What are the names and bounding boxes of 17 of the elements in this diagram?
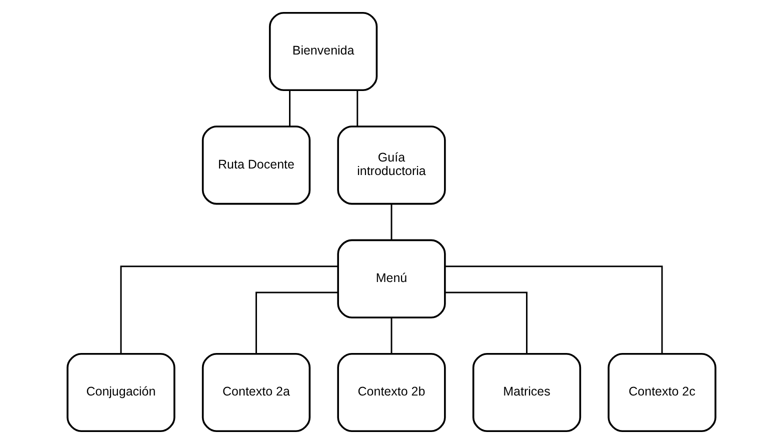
node-box: Ruta Docente [202, 126, 311, 205]
connector [289, 90, 290, 126]
node-box: Contexto 2c [608, 352, 716, 432]
node-box: Menú [337, 239, 446, 318]
node-box: Contexto 2a [202, 352, 311, 432]
node-box: Contexto 2b [337, 352, 446, 432]
connector [356, 90, 358, 126]
node-box: Bienvenida [268, 12, 378, 92]
node-box: Conjugación [66, 352, 176, 432]
connector [444, 292, 528, 354]
node-box: Guía introductoria [337, 126, 446, 205]
connector [390, 204, 392, 240]
connector [120, 266, 338, 354]
connector [256, 292, 338, 354]
node-box: Matrices [472, 352, 582, 432]
connector [390, 318, 392, 354]
connector [444, 266, 663, 354]
